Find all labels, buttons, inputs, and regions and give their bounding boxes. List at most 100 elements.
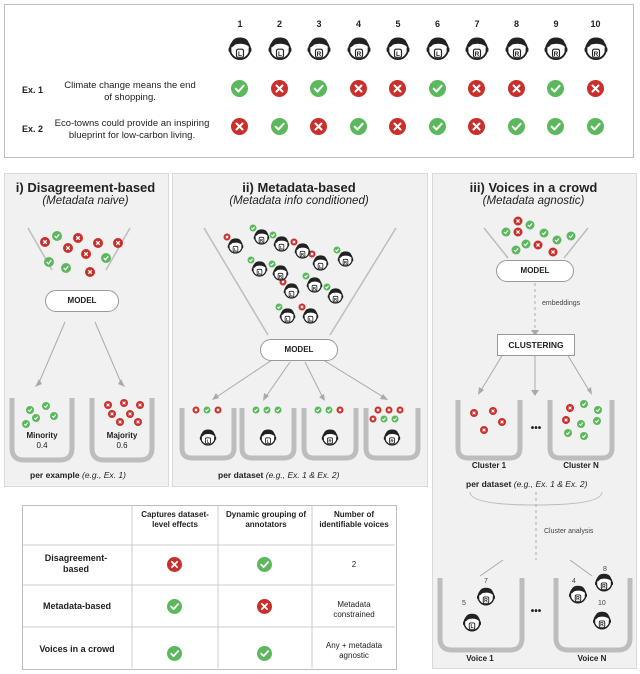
vote-1-6-check-icon: [428, 80, 446, 97]
annotator-number-9: 9: [553, 19, 559, 29]
table-row-1-name: Disagreement-based: [44, 553, 108, 574]
table-row-2-effects-check-icon: [167, 599, 182, 614]
voice-n-num-c: 10: [598, 600, 606, 607]
check-icon: [101, 253, 111, 263]
svg-text:R: R: [260, 238, 264, 243]
cross-icon: [93, 238, 103, 248]
cross-icon: [489, 407, 497, 415]
svg-text:L: L: [290, 292, 293, 297]
panel-2-funnel-head-icon: L: [226, 236, 245, 255]
panel-2-bucket-head-icon: R: [382, 427, 402, 447]
vote-2-4-check-icon: [349, 118, 367, 135]
cross-icon: [396, 406, 404, 414]
svg-text:L: L: [267, 439, 270, 444]
check-icon: [42, 402, 50, 410]
table-header-2: Dynamic grouping of annotators: [226, 510, 306, 529]
annotator-number-6: 6: [434, 19, 440, 29]
voice-head-icon: R: [475, 585, 497, 607]
cross-icon: [214, 406, 222, 414]
check-icon: [269, 231, 277, 239]
svg-text:R: R: [514, 51, 519, 58]
cross-icon: [116, 418, 124, 426]
svg-text:R: R: [390, 439, 394, 444]
vote-2-10-check-icon: [586, 118, 604, 135]
svg-text:R: R: [301, 252, 305, 257]
table-row-2-voices: Metadata constrained: [333, 600, 375, 619]
voice-n-label: Voice N: [577, 654, 607, 663]
vote-1-1-check-icon: [231, 80, 248, 97]
table-row-3-effects-check-icon: [167, 646, 182, 661]
annotator-3-icon: R: [305, 34, 333, 62]
vote-1-8-cross-icon: [507, 80, 525, 97]
cross-icon: [566, 404, 574, 412]
example-1-text: Climate change means the end of shopping…: [64, 80, 196, 103]
cross-icon: [63, 243, 73, 253]
svg-text:L: L: [286, 317, 289, 322]
disagreement-panel: [4, 173, 169, 487]
clustering-box: CLUSTERING: [497, 334, 575, 356]
majority-label: Majority: [106, 431, 138, 440]
vote-2-7-cross-icon: [468, 118, 485, 135]
svg-text:R: R: [554, 51, 559, 58]
check-icon: [566, 231, 576, 241]
panel-2-footer: per dataset (e.g., Ex. 1 & Ex. 2): [218, 470, 340, 480]
vote-2-3-cross-icon: [310, 118, 327, 135]
cross-icon: [513, 227, 523, 237]
svg-text:R: R: [317, 51, 322, 58]
svg-text:L: L: [309, 317, 312, 322]
svg-text:L: L: [258, 270, 261, 275]
annotator-5-icon: L: [384, 34, 412, 62]
panel-2-title: ii) Metadata-based: [242, 180, 356, 195]
svg-text:R: R: [334, 297, 338, 302]
check-icon: [594, 406, 602, 414]
cross-icon: [104, 401, 112, 409]
vote-1-4-cross-icon: [349, 80, 367, 97]
svg-text:R: R: [576, 596, 580, 602]
check-icon: [501, 227, 511, 237]
panel-2-bucket-head-icon: L: [198, 427, 218, 447]
annotator-number-5: 5: [395, 19, 401, 29]
check-icon: [521, 239, 531, 249]
check-icon: [252, 406, 260, 414]
cross-icon: [336, 406, 344, 414]
check-icon: [44, 257, 54, 267]
check-icon: [552, 235, 562, 245]
check-icon: [593, 417, 601, 425]
svg-text:R: R: [356, 51, 361, 58]
cluster-n-label: Cluster N: [563, 461, 599, 470]
annotator-number-2: 2: [276, 19, 282, 29]
table-row-3-voices: Any + metadata agnostic: [325, 641, 383, 660]
minority-label: Minority: [26, 431, 58, 440]
check-icon: [577, 420, 585, 428]
cross-icon: [113, 238, 123, 248]
cross-icon: [470, 409, 478, 417]
panel-2-funnel-head-icon: L: [278, 306, 297, 325]
svg-text:L: L: [278, 51, 282, 58]
check-icon: [22, 420, 30, 428]
svg-text:L: L: [470, 624, 473, 630]
panel-1-footer: per example (e.g., Ex. 1): [30, 470, 126, 480]
vote-2-8-check-icon: [507, 118, 525, 135]
check-icon: [275, 303, 283, 311]
svg-text:R: R: [313, 286, 317, 291]
panel-2-subtitle: (Metadata info conditioned): [229, 195, 369, 207]
check-icon: [247, 256, 255, 264]
cross-icon: [120, 399, 128, 407]
cross-icon: [81, 249, 91, 259]
voice-head-icon: R: [591, 609, 613, 631]
panel-2-funnel-head-icon: R: [271, 263, 290, 282]
panel-2-funnel-head-icon: L: [301, 306, 320, 325]
annotator-7-icon: R: [463, 34, 491, 62]
check-icon: [52, 231, 62, 241]
cross-icon: [548, 247, 558, 257]
svg-text:R: R: [593, 51, 598, 58]
annotator-number-7: 7: [474, 19, 480, 29]
annotator-9-icon: R: [542, 34, 570, 62]
table-row-1-voices: 2: [351, 560, 357, 569]
check-icon: [525, 220, 535, 230]
check-icon: [268, 260, 276, 268]
